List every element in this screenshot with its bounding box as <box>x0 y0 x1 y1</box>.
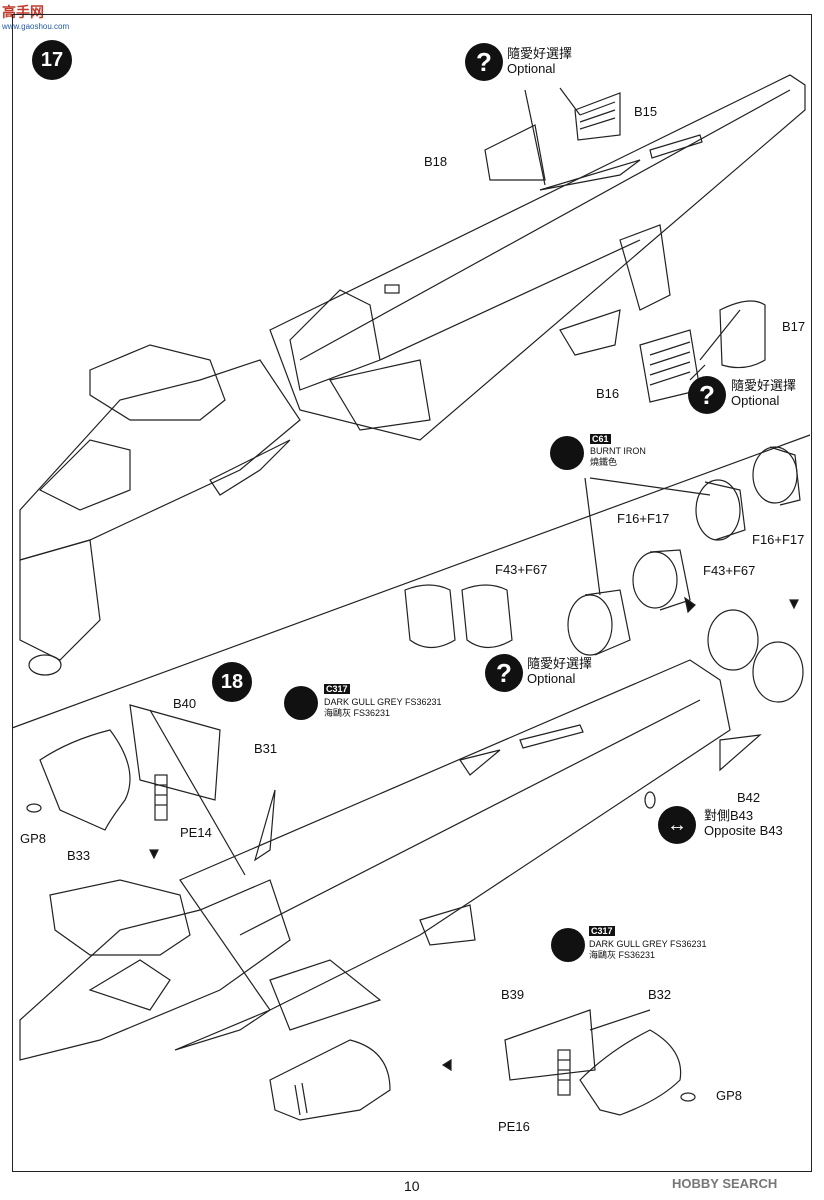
step-18-badge: 18 <box>212 662 252 702</box>
question-mark-icon: ? <box>485 654 523 692</box>
part-label: B15 <box>634 104 658 119</box>
part-label: GP8 <box>20 831 47 846</box>
part-label: B17 <box>782 319 806 334</box>
step-17-badge: 17 <box>32 40 72 80</box>
part-label: F43+F67 <box>495 562 548 577</box>
part-label: B39 <box>501 987 525 1002</box>
fuselage-step18 <box>179 659 762 1031</box>
paint-code-c317: C317 <box>589 926 615 936</box>
paint-brush-icon <box>550 436 584 470</box>
question-mark-icon: ? <box>465 43 503 81</box>
hobby-search-watermark: HOBBY SEARCH <box>672 1176 778 1191</box>
part-label: B32 <box>648 987 672 1002</box>
part-label: GP8 <box>716 1088 743 1103</box>
paint-code-c61: C61 <box>590 434 611 444</box>
question-mark-icon: ? <box>688 376 726 414</box>
cockpit-step18 <box>19 879 391 1121</box>
part-label: B16 <box>596 386 620 401</box>
page-number: 10 <box>404 1178 420 1194</box>
part-label: F16+F17 <box>752 532 805 547</box>
part-label: F43+F67 <box>703 563 756 578</box>
part-label: B18 <box>424 154 448 169</box>
paint-brush-icon <box>284 686 318 720</box>
step-divider-line <box>11 434 811 729</box>
part-label: B42 <box>737 790 761 805</box>
part-label: B31 <box>254 741 278 756</box>
part-label: B40 <box>173 696 197 711</box>
part-label: PE16 <box>498 1119 530 1134</box>
part-label: F16+F17 <box>617 511 670 526</box>
panels-step18 <box>26 704 696 1116</box>
part-label: B33 <box>67 848 91 863</box>
double-arrow-icon: ↔ <box>658 806 696 844</box>
paint-brush-icon <box>551 928 585 962</box>
paint-code-c317: C317 <box>324 684 350 694</box>
fuselage-step17 <box>269 74 806 441</box>
page-frame <box>12 14 812 1172</box>
exhaust-parts <box>404 446 804 703</box>
cockpit-step17 <box>19 344 301 676</box>
panels-step17 <box>484 87 766 403</box>
part-label: PE14 <box>180 825 212 840</box>
